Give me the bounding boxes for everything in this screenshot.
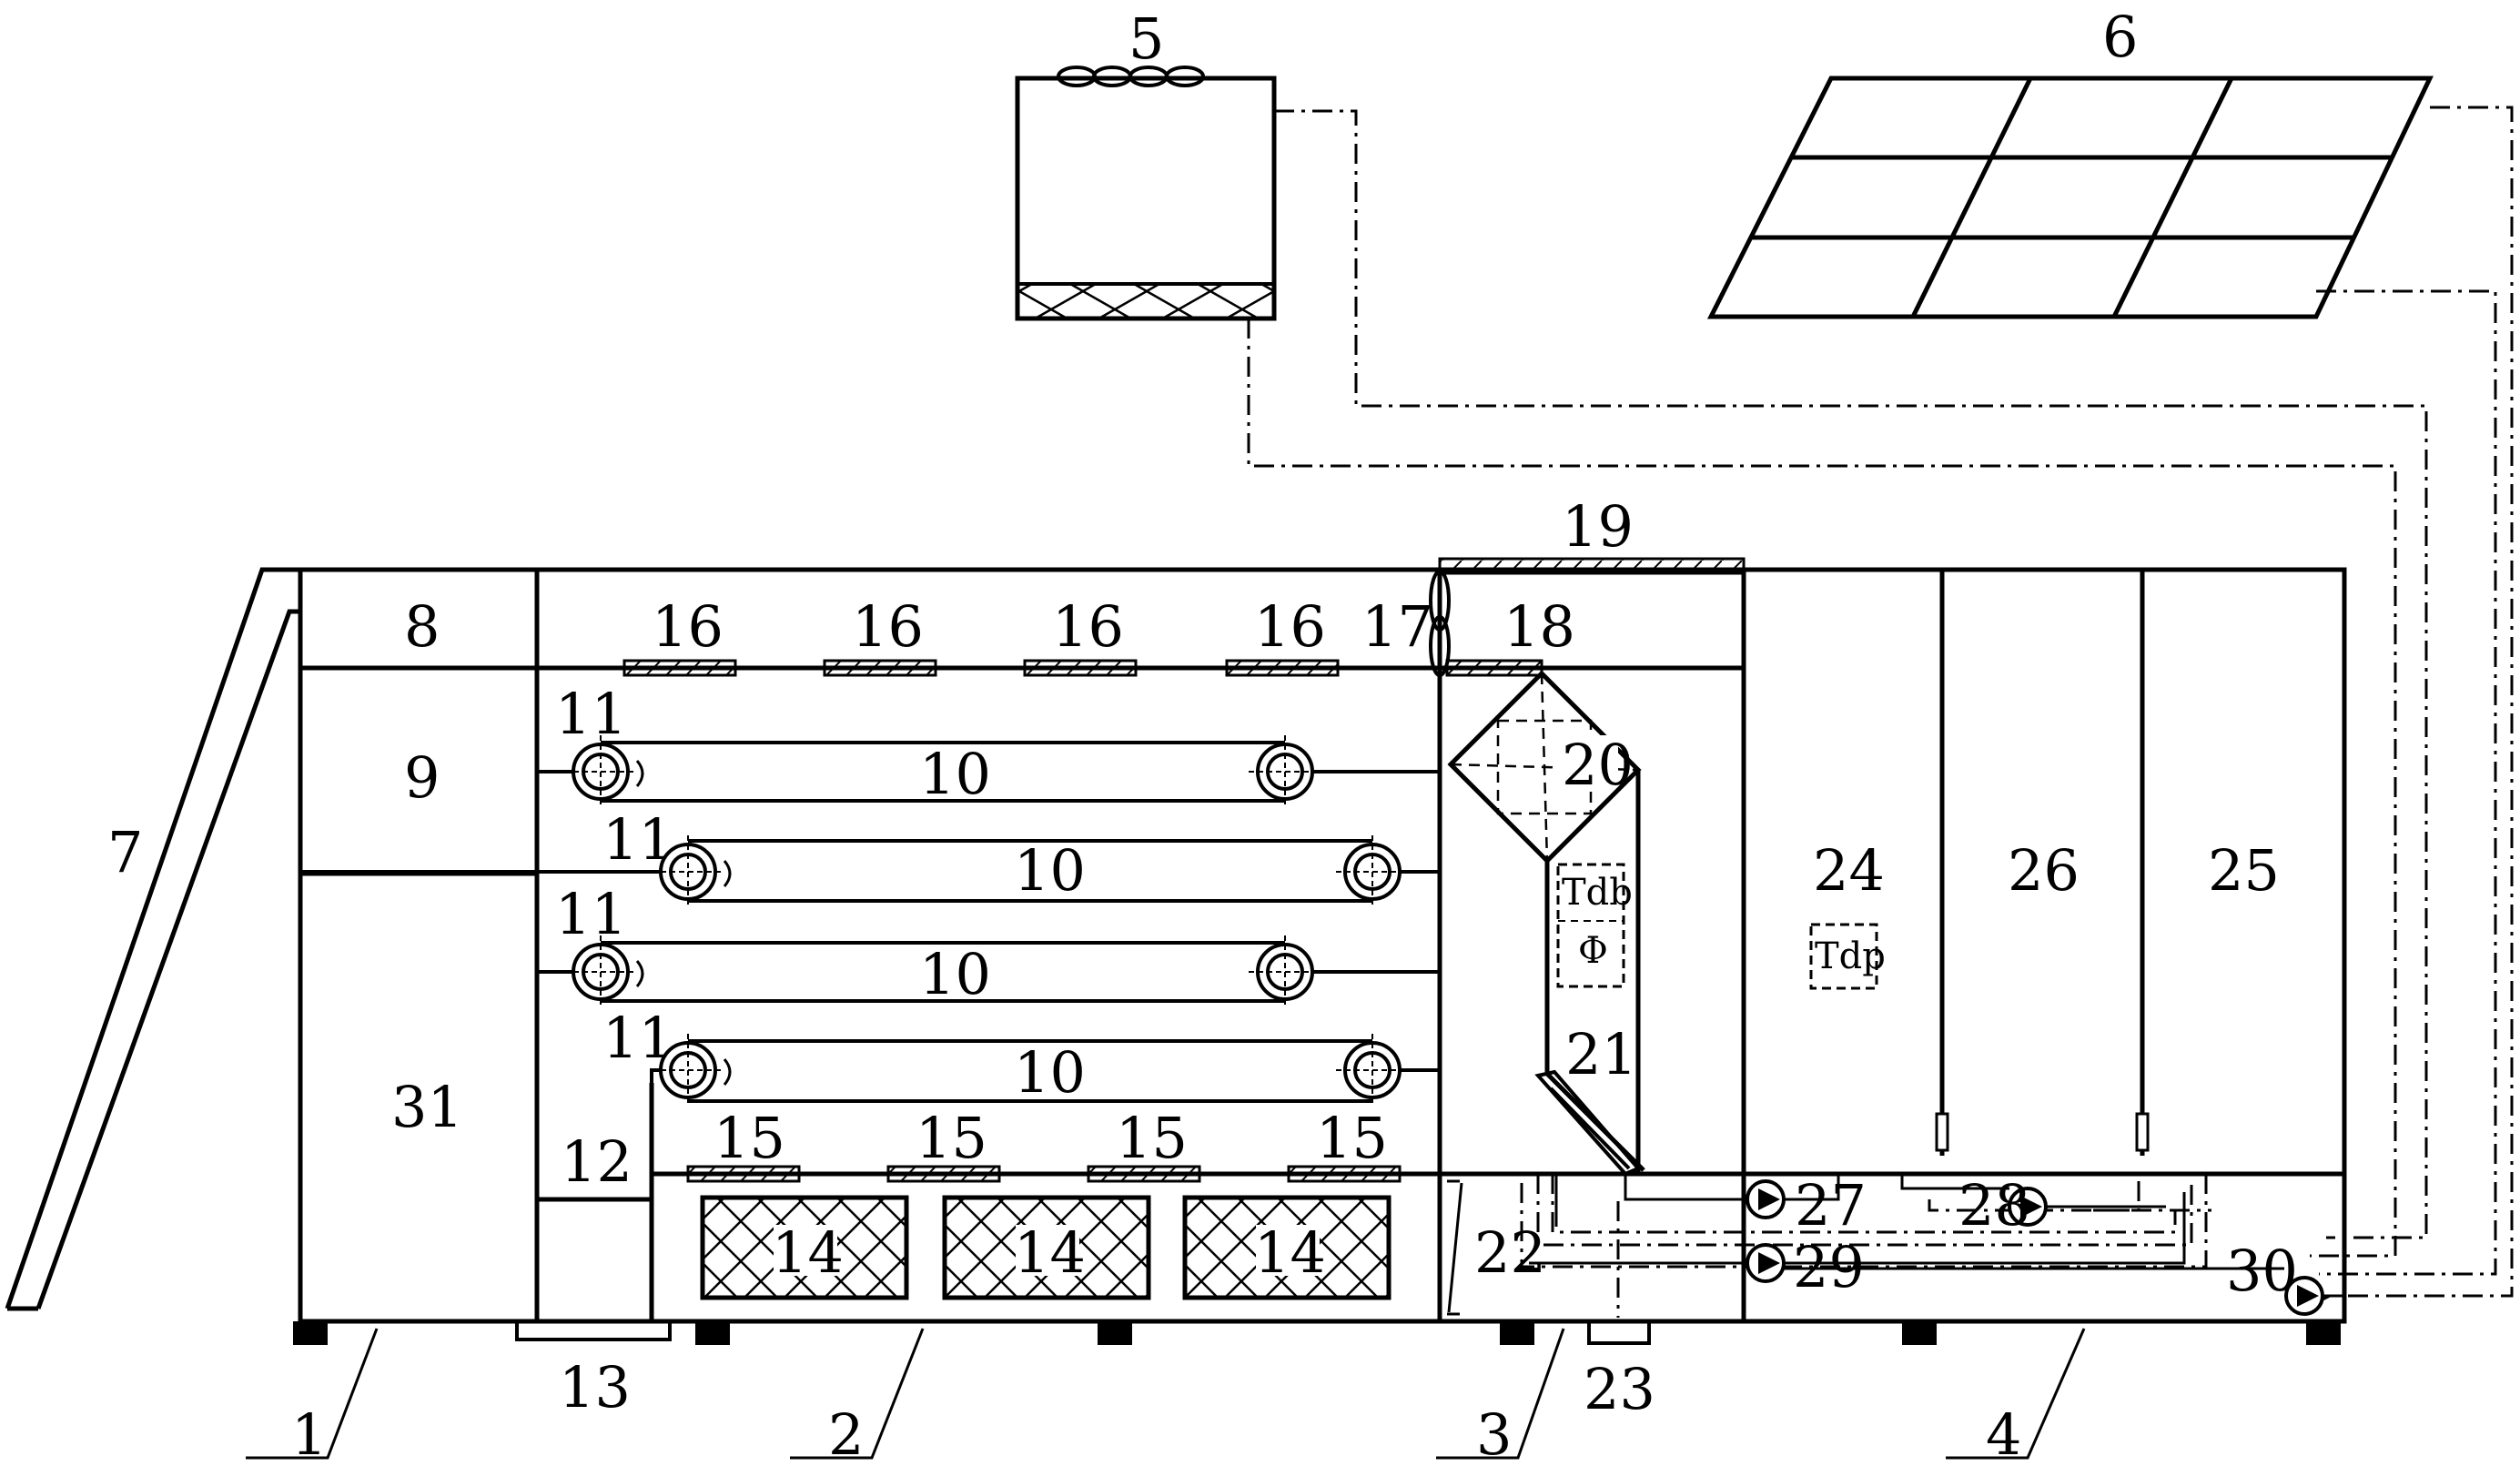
solar-collector-box	[1015, 66, 1277, 321]
label-16d: 16	[1254, 593, 1326, 660]
label-3: 3	[1476, 1401, 1512, 1466]
label-15a: 15	[713, 1105, 785, 1171]
label-10c: 10	[919, 941, 991, 1007]
label-26: 26	[2008, 837, 2080, 904]
label-8: 8	[404, 593, 440, 660]
label-14c: 14	[1254, 1219, 1326, 1286]
label-22: 22	[1474, 1219, 1546, 1286]
label-20: 20	[1562, 732, 1634, 798]
label-1: 1	[291, 1401, 327, 1466]
label-15b: 15	[916, 1105, 987, 1171]
label-7: 7	[107, 819, 143, 885]
label-4: 4	[1986, 1401, 2021, 1466]
upper-heaters	[622, 659, 1543, 677]
label-phi: Φ	[1578, 930, 1608, 972]
label-tdp: Tdp	[1815, 935, 1886, 977]
label-10a: 10	[919, 741, 991, 807]
leader-lines	[246, 1328, 2086, 1460]
label-10d: 10	[1014, 1039, 1086, 1106]
pump-arrows	[1758, 1188, 2319, 1307]
label-bg-20	[1558, 735, 1618, 786]
wiring-lines	[1247, 106, 2514, 1318]
label-18: 18	[1503, 593, 1575, 660]
block-label-backgrounds	[774, 1225, 1320, 1276]
label-13: 13	[559, 1354, 631, 1421]
label-11a: 11	[555, 681, 627, 747]
label-10b: 10	[1014, 837, 1086, 904]
collector-tubes	[1057, 66, 1205, 87]
tdp-sensor	[1809, 923, 1878, 990]
support-feet	[293, 1321, 2341, 1345]
lower-heaters	[686, 1165, 1402, 1183]
label-24: 24	[1813, 837, 1885, 904]
label-14a: 14	[772, 1219, 844, 1286]
valve-22	[1447, 1179, 1463, 1316]
label-29: 29	[1793, 1234, 1865, 1300]
pv-panel	[1706, 76, 2434, 319]
heat-storage-blocks	[700, 1195, 1392, 1300]
drain-23	[1587, 1319, 1651, 1345]
label-17: 17	[1361, 593, 1433, 660]
label-27: 27	[1795, 1172, 1867, 1239]
label-16c: 16	[1052, 593, 1124, 660]
label-25: 25	[2208, 837, 2280, 904]
tdb-phi-sensor	[1556, 863, 1625, 988]
label-30: 30	[2226, 1238, 2298, 1304]
level-indicators	[1935, 1112, 2150, 1152]
label-28: 28	[1958, 1172, 2030, 1239]
outlet-13	[515, 1319, 672, 1341]
roller-rotation-arcs	[635, 760, 732, 1086]
labels: 1 2 3 4 5 6 7 8 9 10 10 10 10 11 11 11 1…	[107, 4, 2298, 1466]
label-2: 2	[828, 1401, 864, 1466]
label-15c: 15	[1116, 1105, 1188, 1171]
feed-ramp	[5, 567, 300, 1311]
label-9: 9	[404, 744, 440, 811]
damper-21	[1534, 1069, 1642, 1177]
roller-crosshairs	[564, 735, 1409, 1107]
label-15d: 15	[1316, 1105, 1388, 1171]
label-21: 21	[1565, 1021, 1637, 1087]
label-tdb: Tdb	[1562, 872, 1633, 914]
label-5: 5	[1128, 5, 1164, 72]
label-6: 6	[2102, 4, 2138, 70]
label-14b: 14	[1014, 1219, 1086, 1286]
label-23: 23	[1584, 1356, 1655, 1422]
roof-vent	[1438, 557, 1746, 575]
label-11b: 11	[602, 806, 674, 873]
label-12: 12	[561, 1128, 633, 1195]
label-31: 31	[391, 1074, 463, 1140]
label-16b: 16	[852, 593, 924, 660]
label-11c: 11	[555, 881, 627, 947]
label-16a: 16	[652, 593, 724, 660]
pipes	[1529, 1174, 2344, 1298]
fan-icon	[1429, 570, 1451, 677]
label-11d: 11	[602, 1005, 674, 1071]
conveyor-belts	[300, 741, 1440, 1103]
label-19: 19	[1562, 493, 1634, 560]
